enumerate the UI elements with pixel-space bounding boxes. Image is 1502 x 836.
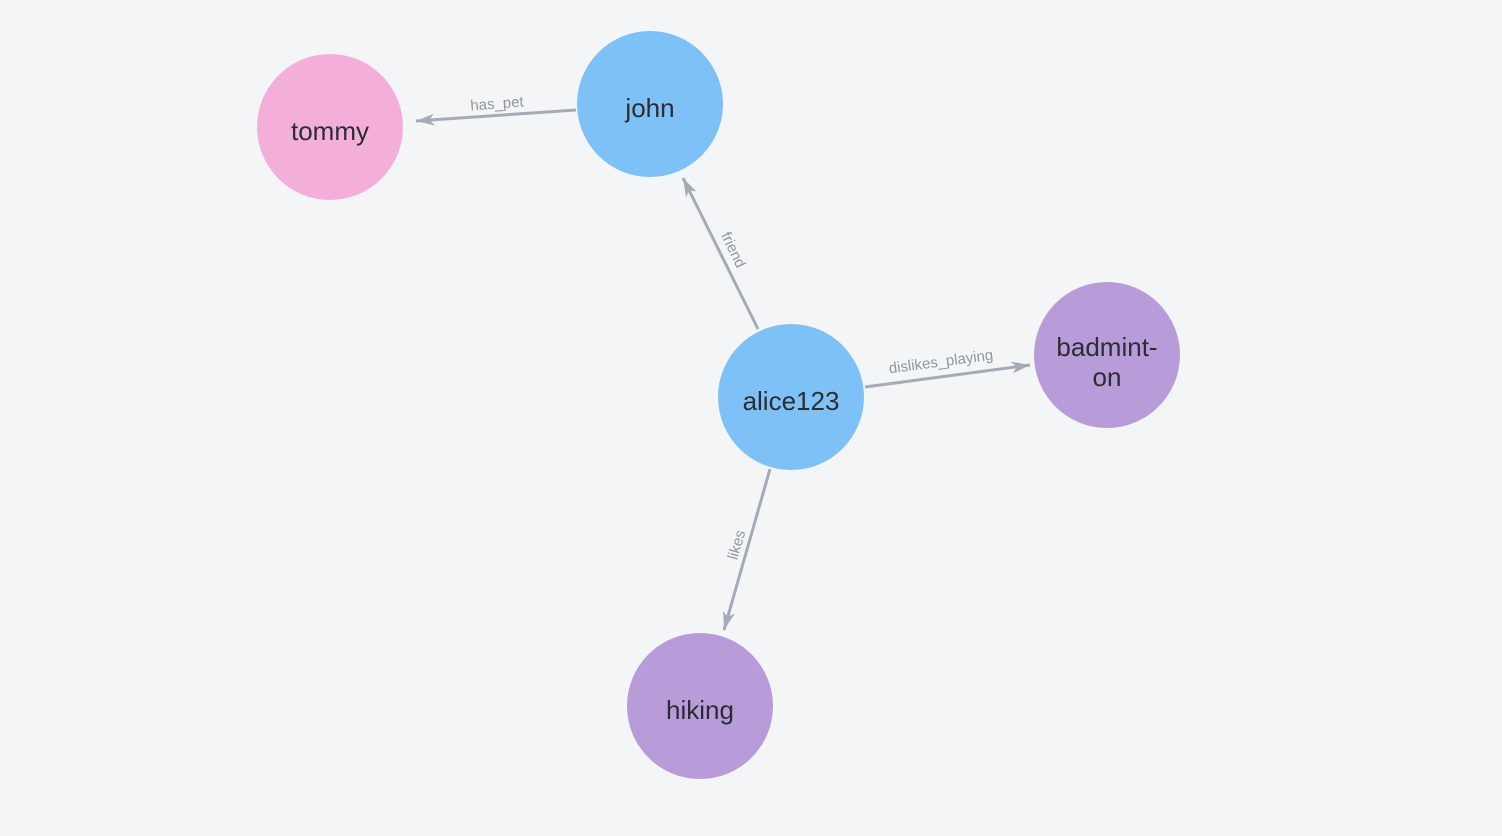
node-label-badminton: badmint-on [1056, 332, 1157, 392]
node-label-tommy: tommy [291, 116, 369, 146]
node-label-badminton-line2: on [1093, 362, 1122, 392]
node-circle-john [577, 31, 723, 177]
node-john[interactable]: john [577, 31, 723, 177]
edge-line-has-pet [415, 108, 577, 126]
edge-line-likes [722, 468, 772, 631]
edge-john-tommy[interactable]: has_pet [415, 93, 577, 126]
node-circle-alice123 [718, 324, 864, 470]
node-circle-tommy [257, 54, 403, 200]
node-alice123[interactable]: alice123 [718, 324, 864, 470]
edge-line-dislikes-playing [864, 361, 1031, 389]
edge-label-has-pet: has_pet [470, 93, 525, 114]
node-hiking[interactable]: hiking [627, 633, 773, 779]
node-label-john: john [624, 93, 674, 123]
node-label-alice123: alice123 [743, 386, 840, 416]
node-circle-hiking [627, 633, 773, 779]
node-circle-badminton [1034, 282, 1180, 428]
node-badminton[interactable]: badmint-on [1034, 282, 1180, 428]
node-tommy[interactable]: tommy [257, 54, 403, 200]
node-label-badminton-line1: badmint- [1056, 332, 1157, 362]
edge-line-friend [681, 177, 760, 330]
node-label-hiking: hiking [666, 695, 734, 725]
